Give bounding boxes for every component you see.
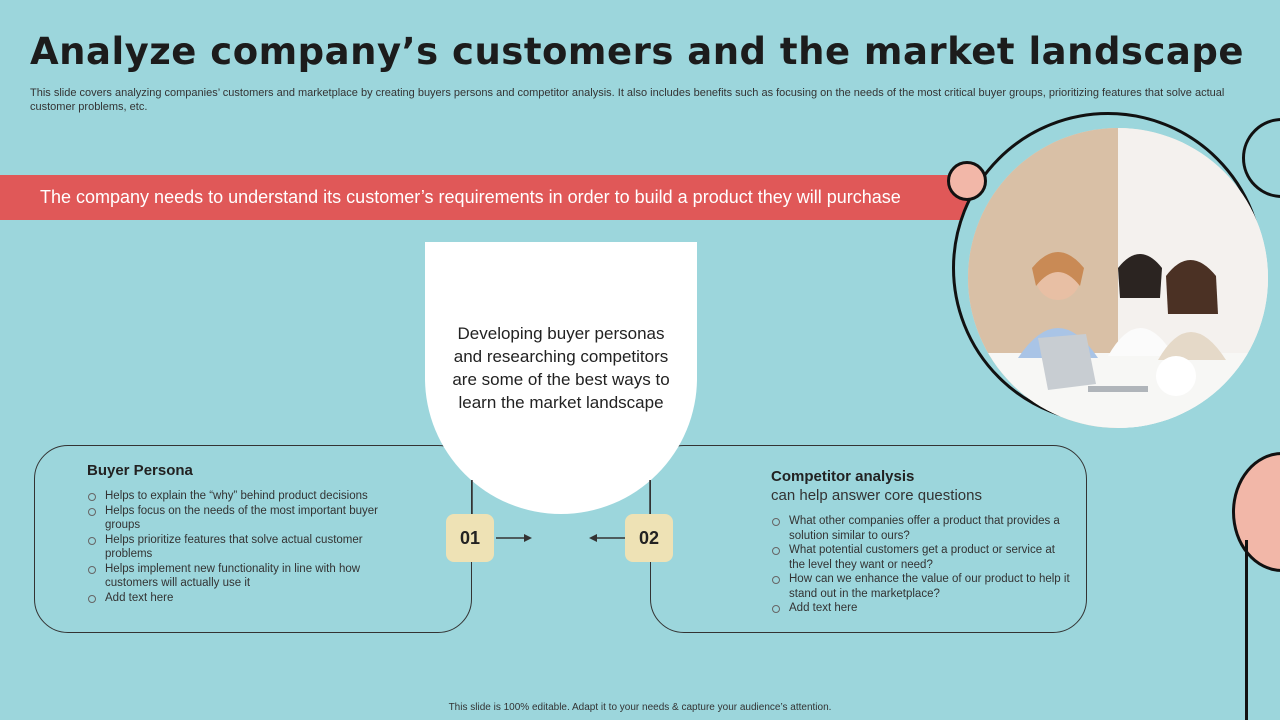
decor-line (1245, 540, 1248, 720)
number-badge-02: 02 (625, 514, 673, 562)
list-item: What potential customers get a product o… (771, 543, 1071, 572)
list-item: Add text here (771, 601, 1071, 616)
center-callout: Developing buyer personas and researchin… (425, 242, 697, 514)
list-item: What other companies offer a product tha… (771, 514, 1071, 543)
slide-description: This slide covers analyzing companies’ c… (30, 87, 1225, 113)
competitor-analysis-heading: Competitor analysis (771, 468, 915, 485)
center-callout-text: Developing buyer personas and researchin… (452, 324, 670, 412)
team-photo (968, 128, 1268, 428)
footer-note: This slide is 100% editable. Adapt it to… (448, 702, 832, 713)
list-item: Helps focus on the needs of the most imp… (87, 504, 407, 533)
competitor-analysis-box: Competitor analysis can help answer core… (650, 445, 1087, 633)
number-badge-01: 01 (446, 514, 494, 562)
team-photo-illustration (968, 128, 1268, 428)
slide-title: Analyze company’s customers and the mark… (30, 30, 1244, 73)
decor-circle-pink (947, 161, 987, 201)
list-item: How can we enhance the value of our prod… (771, 572, 1071, 601)
list-item: Add text here (87, 591, 407, 606)
buyer-persona-box: Buyer Persona Helps to explain the “why”… (34, 445, 472, 633)
buyer-persona-heading: Buyer Persona (87, 462, 193, 479)
competitor-analysis-subheading: can help answer core questions (771, 487, 982, 504)
competitor-analysis-list: What other companies offer a product tha… (771, 514, 1071, 616)
banner: The company needs to understand its cust… (0, 175, 1010, 220)
list-item: Helps prioritize features that solve act… (87, 533, 407, 562)
buyer-persona-list: Helps to explain the “why” behind produc… (87, 489, 407, 605)
list-item: Helps to explain the “why” behind produc… (87, 489, 407, 504)
banner-text: The company needs to understand its cust… (40, 187, 901, 207)
list-item: Helps implement new functionality in lin… (87, 562, 407, 591)
